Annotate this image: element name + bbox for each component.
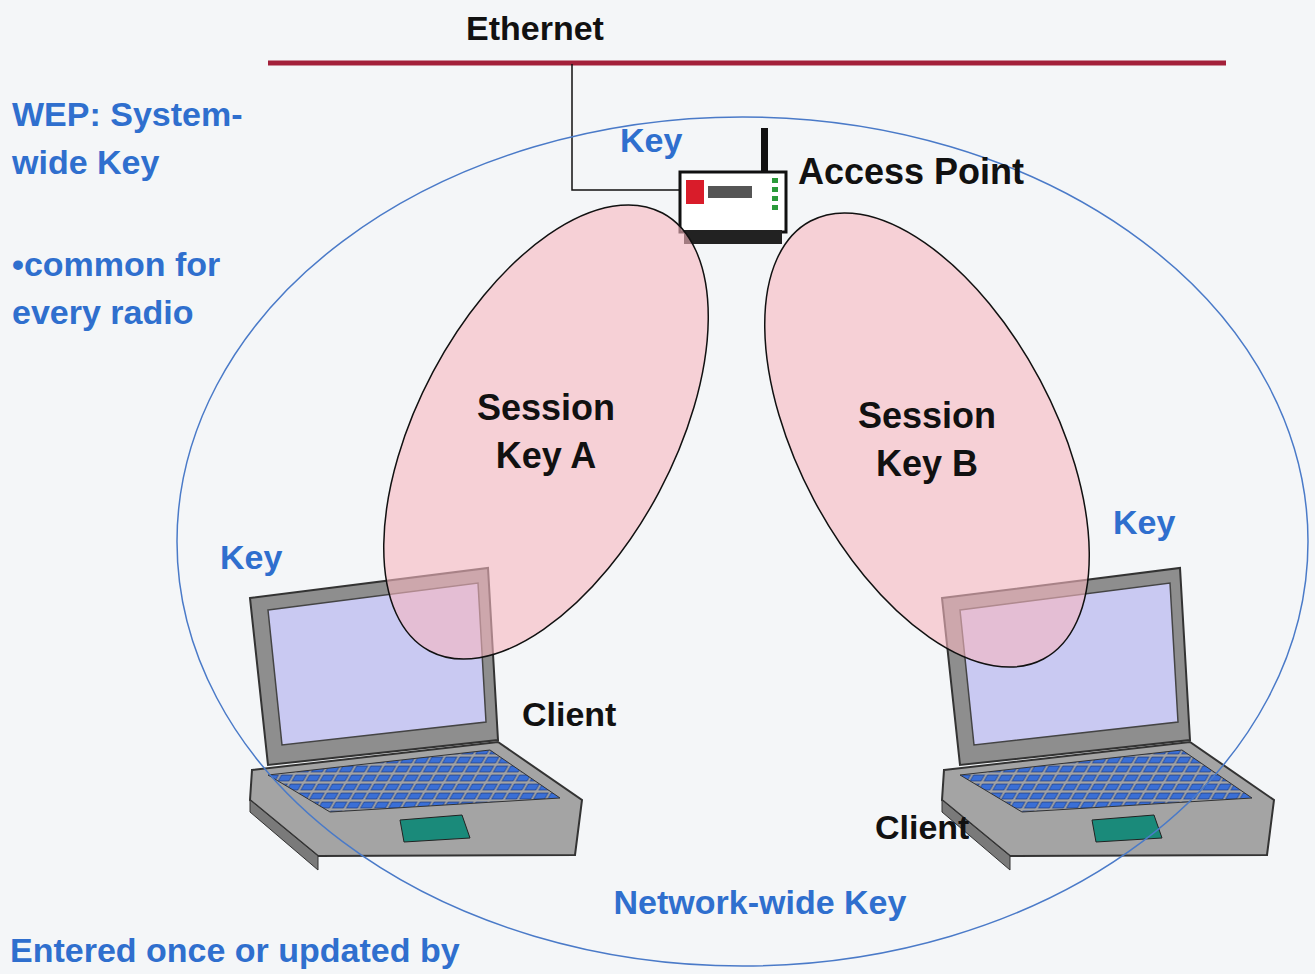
- diagram-label: Ethernet: [440, 6, 630, 50]
- diagram-label: Access Point: [798, 150, 1098, 194]
- ethernet-bus: [268, 61, 1226, 66]
- diagram-label: Client: [875, 805, 1015, 849]
- diagram-label: Key: [1113, 500, 1203, 544]
- diagram-label: Entered once or updated by: [10, 928, 710, 972]
- session-ellipse: Session Key A: [370, 197, 722, 667]
- access-point-icon: [680, 128, 786, 244]
- diagram-label: Key: [220, 535, 310, 579]
- session-key-label: Session Key B: [837, 392, 1017, 488]
- session-ellipse-outline: [762, 205, 1092, 675]
- session-key-label: Session Key A: [456, 384, 636, 480]
- region-label: Network-wide Key: [560, 880, 960, 924]
- network-boundary: Network-wide Key Session Key A Session Key…: [175, 115, 1310, 968]
- network-boundary-outline: [175, 115, 1310, 968]
- diagram-label: Client: [522, 692, 662, 736]
- session-ellipse-outline: [370, 197, 722, 667]
- diagram-label: Key: [620, 118, 710, 162]
- diagram-label: WEP: System-wide Key: [12, 90, 262, 186]
- session-ellipse: Session Key B: [762, 205, 1092, 675]
- diagram-label: •common for every radio: [12, 240, 274, 336]
